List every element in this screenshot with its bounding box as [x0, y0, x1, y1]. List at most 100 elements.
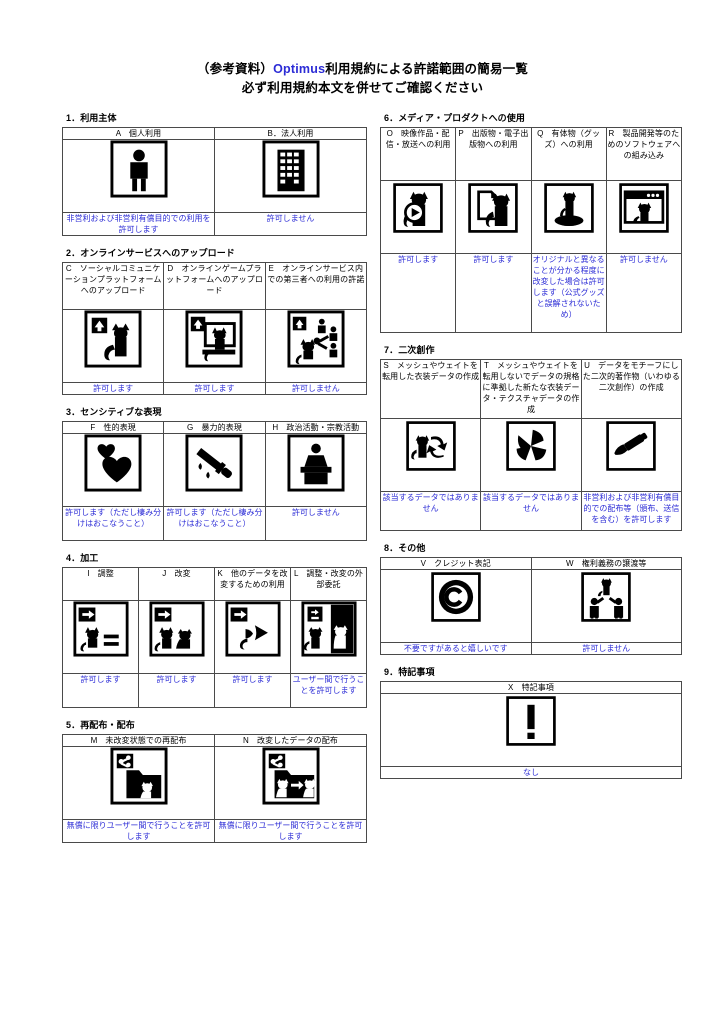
value-n: 無償に限りユーザー間で行うことを許可します: [214, 819, 367, 843]
col-header-m: M 未改変状態での再配布: [62, 734, 215, 747]
value-v: 不要ですがあると嬉しいです: [380, 642, 532, 655]
cell-icon-s: [379, 418, 482, 492]
title-prefix: （参考資料）: [196, 62, 274, 76]
value-r: 許可しません: [605, 253, 683, 333]
section-3-heading: 3．センシティブな表現: [66, 407, 162, 417]
value-s: 該当するデータではありません: [379, 491, 482, 531]
section-6-table: O 映像作品・配信・放送への利用 P 出版物・電子出版物への利用 Q 有体物（グ…: [379, 127, 683, 333]
header-row: S メッシュやウェイトを転用した衣装データの作成 T メッシュやウェイトを転用し…: [379, 359, 683, 419]
value-i: 許可します: [62, 673, 139, 708]
section-9: 9．特記事項 X 特記事項 なし: [380, 666, 682, 779]
outsource-icon: [291, 601, 366, 657]
transfer-icon: [532, 570, 682, 624]
header-row: F 性的表現 G 暴力的表現 H 政治活動・宗教活動: [61, 421, 368, 434]
value-h: 許可しません: [264, 506, 368, 541]
value-x: なし: [380, 766, 682, 779]
icon-row: [62, 139, 367, 213]
value-row: 許可します 許可します オリジナルと異なることが分かる程度に改変した場合は許可し…: [379, 253, 683, 333]
left-column: 1．利用主体 A 個人利用 B．法人利用: [61, 112, 368, 854]
cell-icon-n: [214, 746, 367, 820]
title-line-1: （参考資料）Optimus利用規約による許諾範囲の簡易一覧: [0, 60, 725, 79]
value-q: オリジナルと異なることが分かる程度に改変した場合は許可します（公式グッズと誤解さ…: [530, 253, 607, 333]
icon-row: [380, 569, 682, 643]
col-header-g: G 暴力的表現: [163, 421, 266, 434]
value-row: なし: [380, 766, 682, 779]
title-line-2: 必ず利用規約本文を併せてご確認ください: [241, 81, 484, 95]
value-w: 許可しません: [530, 642, 682, 655]
header-row: I 調整 J 改変 K 他のデータを改変するための利用 L 調整・改変の外部委託: [62, 567, 367, 601]
col-header-u: U データをモチーフにした二次的著作物（いわゆる二次創作）の作成: [580, 359, 683, 419]
col-header-h: H 政治活動・宗教活動: [264, 421, 368, 434]
section-9-heading: 9．特記事項: [384, 667, 435, 677]
cat-play-icon: [381, 181, 455, 235]
section-5: 5．再配布・配布 M 未改変状態での再配布 N 改変したデータの配布: [62, 719, 367, 843]
cell-icon-p: [455, 180, 532, 254]
col-header-w: W 権利義務の譲渡等: [530, 557, 682, 570]
section-5-heading: 5．再配布・配布: [66, 720, 135, 730]
value-d: 許可します: [163, 382, 266, 395]
value-t: 該当するデータではありません: [480, 491, 582, 531]
col-header-l: L 調整・改変の外部委託: [290, 567, 367, 601]
cell-icon-j: [138, 600, 215, 674]
icon-row: [62, 600, 367, 674]
col-header-n: N 改変したデータの配布: [214, 734, 367, 747]
brand-name: Optimus: [273, 62, 326, 76]
modify-cat-icon: [139, 601, 214, 657]
col-header-o: O 映像作品・配信・放送への利用: [379, 127, 457, 181]
cell-icon-u: [580, 418, 683, 492]
value-a: 非営利および非営利有償目的での利用を許可します: [62, 212, 215, 236]
cell-icon-e: [264, 309, 368, 383]
col-header-c: C ソーシャルコミュニケーションプラットフォームへのアップロード: [61, 262, 165, 310]
section-7-heading: 7．二次創作: [384, 345, 435, 355]
value-k: 許可します: [214, 673, 291, 708]
section-1-table: A 個人利用 B．法人利用 非営利お: [62, 127, 367, 236]
cell-icon-t: [480, 418, 582, 492]
cell-icon-h: [264, 433, 368, 507]
section-1: 1．利用主体 A 個人利用 B．法人利用: [62, 112, 367, 236]
col-header-x: X 特記事項: [380, 681, 682, 694]
copyright-icon: [381, 570, 531, 624]
value-row: 無償に限りユーザー間で行うことを許可します 無償に限りユーザー間で行うことを許可…: [62, 819, 367, 843]
col-header-e: E オンラインサービス内での第三者への利用の許諾: [264, 262, 368, 310]
section-9-table: X 特記事項 なし: [380, 681, 682, 779]
col-header-a: A 個人利用: [62, 127, 215, 140]
section-6-heading: 6．メディア・プロダクトへの使用: [384, 113, 525, 123]
header-row: V クレジット表記 W 権利義務の譲渡等: [380, 557, 682, 570]
section-4-heading: 4．加工: [66, 553, 99, 563]
mesh-reuse-icon: [381, 419, 480, 473]
col-header-s: S メッシュやウェイトを転用した衣装データの作成: [379, 359, 482, 419]
icon-row: [61, 309, 368, 383]
cell-icon-b: [214, 139, 367, 213]
value-o: 許可します: [379, 253, 457, 333]
value-row: 不要ですがあると嬉しいです 許可しません: [380, 642, 682, 655]
new-costume-icon: [481, 419, 580, 473]
section-2-table: C ソーシャルコミュニケーションプラットフォームへのアップロード D オンライン…: [61, 262, 368, 395]
cell-icon-d: [163, 309, 266, 383]
section-1-heading: 1．利用主体: [66, 113, 117, 123]
cell-icon-a: [62, 139, 215, 213]
section-3: 3．センシティブな表現 F 性的表現 G 暴力的表現 H 政治活動・宗教活動: [61, 406, 368, 541]
share-folder-icon: [63, 747, 214, 805]
title-suffix: 利用規約による許諾範囲の簡易一覧: [325, 62, 529, 76]
exclamation-icon: [381, 694, 681, 748]
cell-icon-q: [530, 180, 607, 254]
col-header-k: K 他のデータを改変するための利用: [214, 567, 291, 601]
cell-icon-i: [62, 600, 139, 674]
header-row: A 個人利用 B．法人利用: [62, 127, 367, 140]
value-row: 許可します 許可します 許可します ユーザー間で行うことを許可します: [62, 673, 367, 708]
col-header-r: R 製品開発等のためのソフトウェアへの組み込み: [605, 127, 683, 181]
icon-row: [62, 746, 367, 820]
col-header-f: F 性的表現: [61, 421, 165, 434]
value-m: 無償に限りユーザー間で行うことを許可します: [62, 819, 215, 843]
section-2-heading: 2．オンラインサービスへのアップロード: [66, 248, 235, 258]
value-l: ユーザー間で行うことを許可します: [290, 673, 367, 708]
cell-icon-l: [290, 600, 367, 674]
adjust-equal-icon: [63, 601, 138, 657]
icon-row: [379, 418, 683, 492]
icon-row: [380, 693, 682, 767]
cell-icon-x: [380, 693, 682, 767]
upload-cat-icon: [63, 310, 163, 368]
value-b: 許可しません: [214, 212, 367, 236]
cat-software-icon: [607, 181, 681, 235]
